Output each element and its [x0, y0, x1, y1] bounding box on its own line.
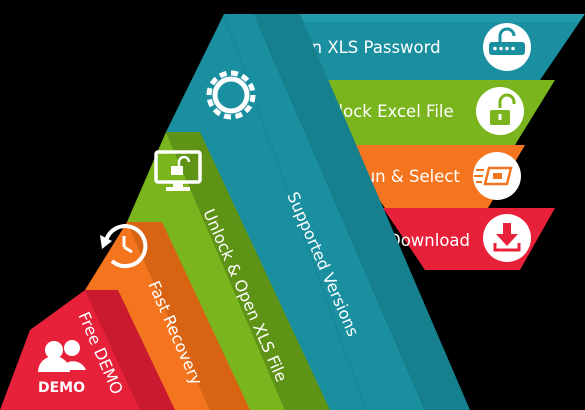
band-supported-versions[interactable]: Supported Versions: [166, 14, 470, 410]
banner-label-unlock-excel-file: Unlock Excel File: [316, 102, 454, 121]
demo-badge-text: DEMO: [38, 380, 85, 396]
banner-run-and-select[interactable]: Run & Select: [340, 145, 525, 208]
unlock-padlock-icon: [476, 87, 524, 135]
banner-unlock-excel-file[interactable]: Unlock Excel File: [296, 80, 555, 145]
clock-history-icon: [100, 224, 148, 269]
band-fast-recovery[interactable]: Fast Recovery: [85, 222, 250, 410]
download-icon: [483, 214, 531, 262]
users-demo-icon: DEMO: [38, 340, 86, 396]
password-key-icon: [483, 23, 531, 71]
banner-download[interactable]: Download: [383, 208, 555, 270]
band-free-demo[interactable]: Free DEMO DEMO: [0, 290, 175, 410]
run-select-icon: [473, 152, 521, 200]
monitor-unlock-icon: [154, 150, 202, 191]
band-unlock-and-open-xls-file[interactable]: Unlock & Open XLS File: [127, 132, 330, 410]
gear-icon: [206, 70, 256, 120]
banner-label-open-xls-password: Open XLS Password: [278, 38, 441, 57]
banner-open-xls-password[interactable]: Open XLS Password: [252, 14, 585, 80]
banner-label-run-and-select: Run & Select: [354, 167, 460, 186]
banner-label-download: Download: [388, 231, 470, 250]
